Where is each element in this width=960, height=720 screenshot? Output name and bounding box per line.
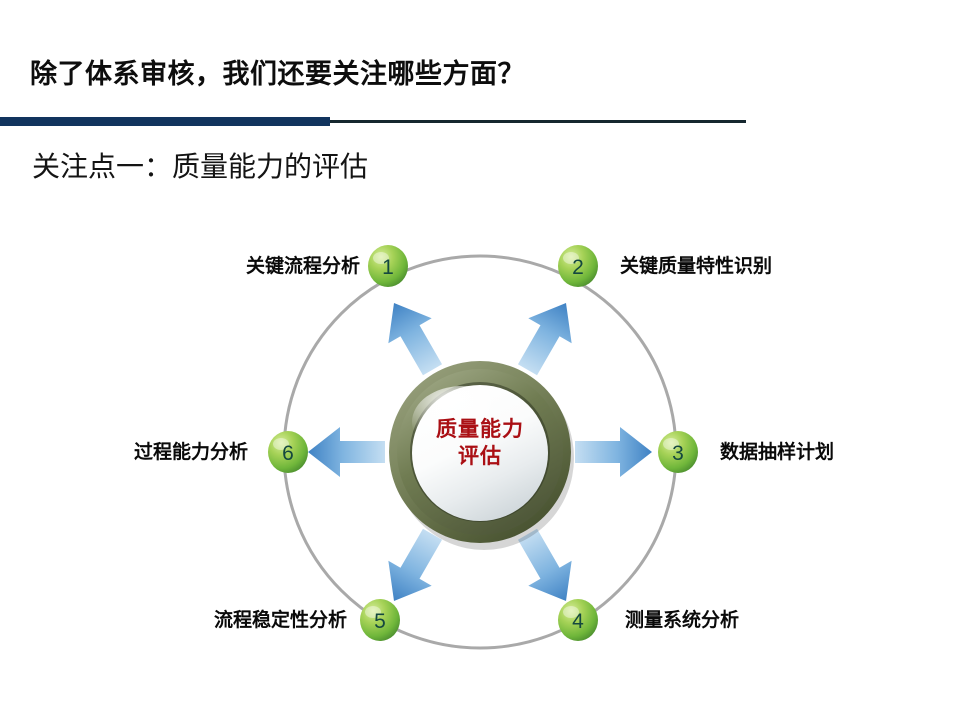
node-badge-3[interactable]: 3 xyxy=(658,431,698,473)
node-badge-1[interactable]: 1 xyxy=(368,245,408,287)
arrow-to-node-4 xyxy=(517,528,572,601)
arrow-to-node-3 xyxy=(575,427,652,477)
node-badge-6[interactable]: 6 xyxy=(268,431,308,473)
node-badge-5[interactable]: 5 xyxy=(360,599,400,641)
diagram-canvas: 1 2 3 4 5 xyxy=(268,245,698,650)
node-badge-2-number: 2 xyxy=(572,256,584,279)
title-rule-thin xyxy=(330,120,746,123)
node-badge-4[interactable]: 4 xyxy=(558,599,598,641)
node-label-4: 测量系统分析 xyxy=(625,610,740,631)
node-label-2: 关键质量特性识别 xyxy=(620,256,773,277)
node-label-6: 过程能力分析 xyxy=(133,442,248,463)
section-subtitle: 关注点一：质量能力的评估 xyxy=(32,152,369,183)
page-title: 除了体系审核，我们还要关注哪些方面？ xyxy=(30,59,525,89)
node-badge-6-number: 6 xyxy=(282,442,294,465)
node-label-1: 关键流程分析 xyxy=(245,256,360,277)
arrow-to-node-6 xyxy=(308,427,385,477)
node-label-5: 流程稳定性分析 xyxy=(213,610,347,631)
arrow-to-node-1 xyxy=(388,303,443,376)
node-badge-4-number: 4 xyxy=(572,610,584,633)
quality-capability-diagram: 1 2 3 4 5 xyxy=(0,210,960,710)
node-label-3: 数据抽样计划 xyxy=(720,442,835,463)
node-badge-3-number: 3 xyxy=(672,442,684,465)
center-hub xyxy=(389,361,574,550)
node-badge-5-number: 5 xyxy=(374,610,386,633)
arrow-to-node-2 xyxy=(517,303,572,376)
arrow-to-node-5 xyxy=(388,528,443,601)
title-rule-thick xyxy=(0,117,330,126)
node-badge-1-number: 1 xyxy=(382,256,394,279)
node-badge-2[interactable]: 2 xyxy=(558,245,598,287)
